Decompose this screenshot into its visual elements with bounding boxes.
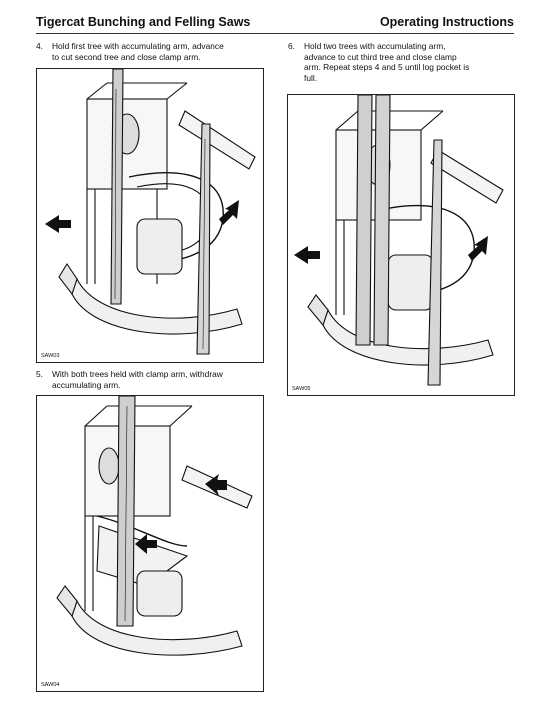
step-6: 6. Hold two trees with accumulating arm,… xyxy=(288,41,518,85)
step-text: Hold first tree with accumulating arm, a… xyxy=(52,41,224,62)
figure-code: SAW05 xyxy=(292,386,311,392)
figure-saw04: SAW04 xyxy=(36,395,264,692)
header-rule xyxy=(36,33,514,34)
document-title: Tigercat Bunching and Felling Saws xyxy=(36,15,251,29)
figure-code: SAW03 xyxy=(41,353,60,359)
step-number: 5. xyxy=(36,369,43,379)
felling-head-illustration xyxy=(45,69,256,355)
figure-saw03: SAW03 xyxy=(36,68,264,363)
figure-saw05: SAW05 xyxy=(287,94,515,396)
felling-head-illustration xyxy=(56,396,253,656)
page-header: Tigercat Bunching and Felling Saws Opera… xyxy=(36,12,514,34)
step-text: Hold two trees with accumulating arm, ad… xyxy=(304,41,470,83)
step-text: With both trees held with clamp arm, wit… xyxy=(52,369,223,390)
step-4: 4. Hold first tree with accumulating arm… xyxy=(36,41,271,65)
step-number: 4. xyxy=(36,41,43,51)
section-title: Operating Instructions xyxy=(379,15,514,29)
step-5: 5. With both trees held with clamp arm, … xyxy=(36,369,271,393)
figure-code: SAW04 xyxy=(41,682,60,688)
felling-head-illustration xyxy=(294,95,504,386)
step-number: 6. xyxy=(288,41,295,51)
